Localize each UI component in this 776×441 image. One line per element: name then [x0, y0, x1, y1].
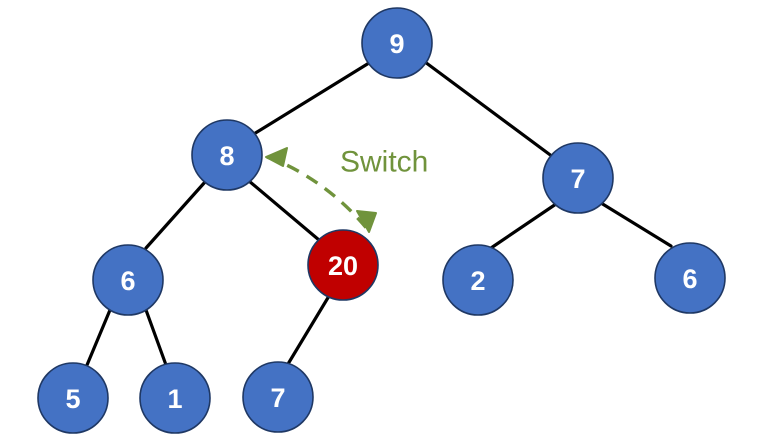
node-label: 7 — [270, 383, 285, 413]
tree-node-6[interactable]: 6 — [654, 242, 726, 314]
node-label: 9 — [389, 29, 404, 59]
node-label: 20 — [328, 251, 358, 281]
switch-arrowhead-to-node-8 — [265, 147, 288, 167]
node-circle[interactable] — [191, 119, 263, 191]
node-label: 6 — [120, 266, 135, 296]
nodes-layer: 9 8 7 6 20 2 6 5 1 7 — [37, 7, 726, 434]
node-circle[interactable] — [242, 361, 314, 433]
tree-node-9[interactable]: 9 — [361, 7, 433, 79]
switch-arrowhead-to-node-20 — [356, 210, 377, 233]
edges-layer — [85, 60, 673, 367]
node-label: 6 — [682, 264, 697, 294]
tree-node-7[interactable]: 7 — [542, 142, 614, 214]
tree-edge — [144, 180, 207, 250]
tree-edge — [85, 308, 112, 367]
node-label: 5 — [65, 384, 80, 414]
tree-edge — [489, 202, 558, 250]
tree-edge — [423, 60, 555, 159]
tree-node-1[interactable]: 1 — [139, 362, 211, 434]
tree-node-7[interactable]: 7 — [242, 361, 314, 433]
node-circle[interactable] — [92, 244, 164, 316]
node-circle[interactable] — [654, 242, 726, 314]
node-circle[interactable] — [361, 7, 433, 79]
node-circle[interactable] — [307, 229, 379, 301]
tree-node-5[interactable]: 5 — [37, 362, 109, 434]
node-label: 7 — [570, 164, 585, 194]
node-circle[interactable] — [139, 362, 211, 434]
tree-edge — [144, 308, 168, 367]
node-circle[interactable] — [442, 244, 514, 316]
tree-node-8[interactable]: 8 — [191, 119, 263, 191]
node-label: 8 — [219, 141, 234, 171]
switch-annotation: Switch — [265, 146, 428, 233]
tree-edge — [599, 201, 673, 248]
tree-node-6[interactable]: 6 — [92, 244, 164, 316]
node-label: 2 — [470, 266, 485, 296]
tree-node-20-highlighted[interactable]: 20 — [307, 229, 379, 301]
tree-edge — [247, 179, 321, 242]
node-circle[interactable] — [542, 142, 614, 214]
switch-label: Switch — [340, 146, 428, 179]
node-label: 1 — [167, 384, 182, 414]
tree-edge — [286, 294, 331, 366]
tree-node-2[interactable]: 2 — [442, 244, 514, 316]
node-circle[interactable] — [37, 362, 109, 434]
tree-edge — [247, 61, 371, 139]
